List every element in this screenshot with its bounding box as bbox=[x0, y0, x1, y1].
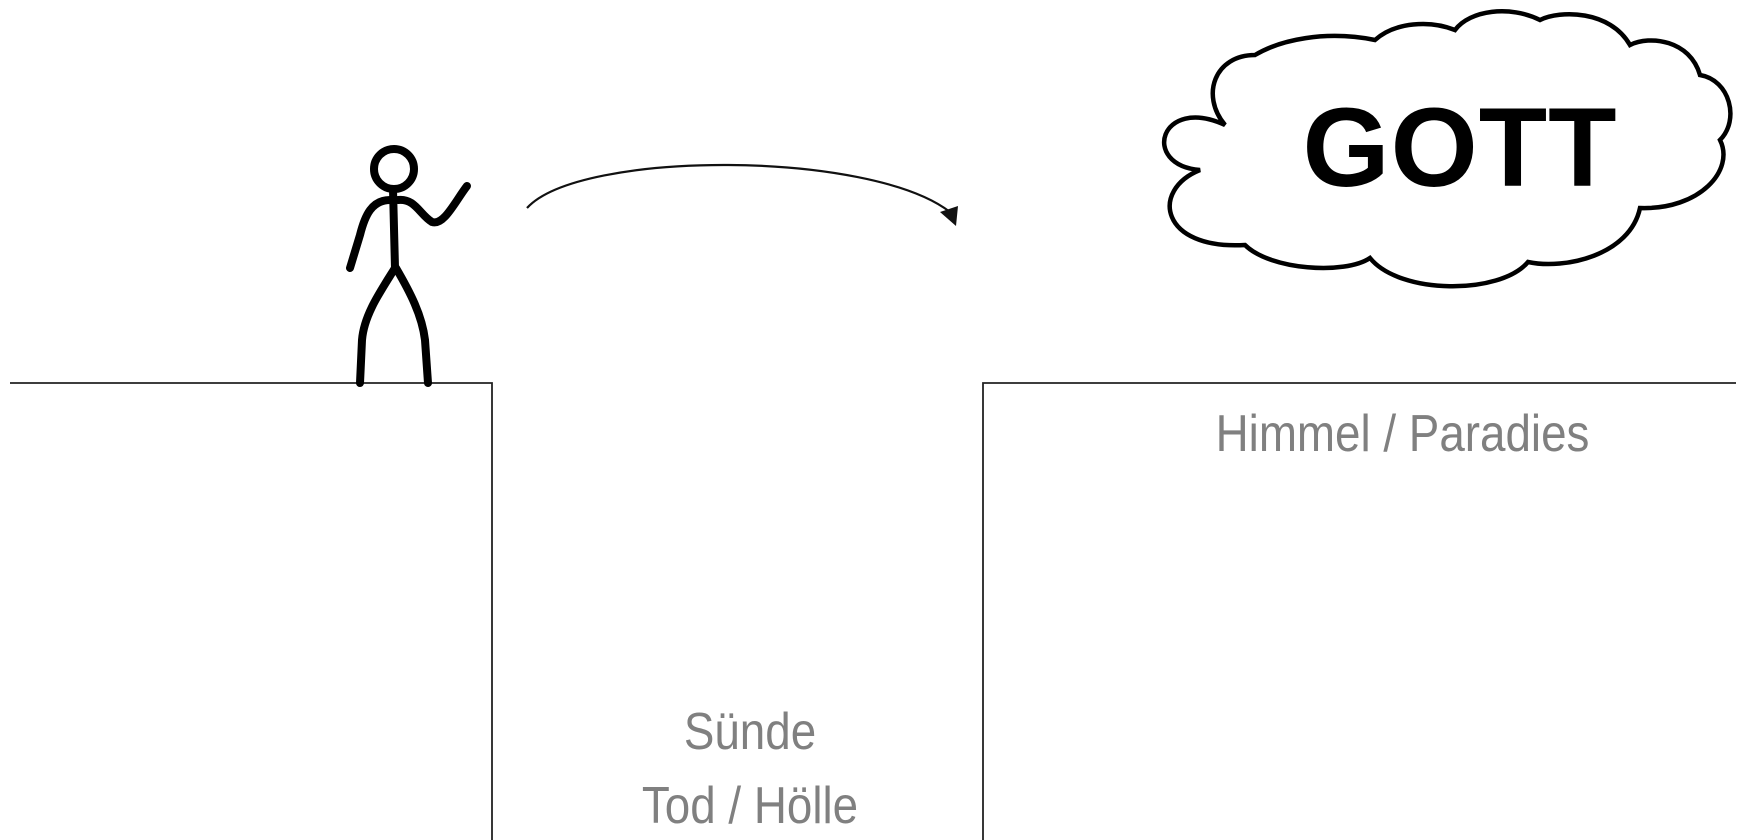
right-cliff bbox=[982, 382, 1736, 840]
death-label: Tod / Hölle bbox=[641, 777, 859, 835]
cloud-icon bbox=[1161, 9, 1733, 289]
heaven-label: Himmel / Paradies bbox=[1215, 405, 1590, 463]
curved-arrow-icon bbox=[526, 163, 958, 226]
sin-label: Sünde bbox=[683, 703, 817, 761]
left-cliff bbox=[10, 382, 493, 840]
stick-figure-icon bbox=[346, 145, 471, 387]
god-label: GOTT bbox=[1302, 85, 1618, 210]
